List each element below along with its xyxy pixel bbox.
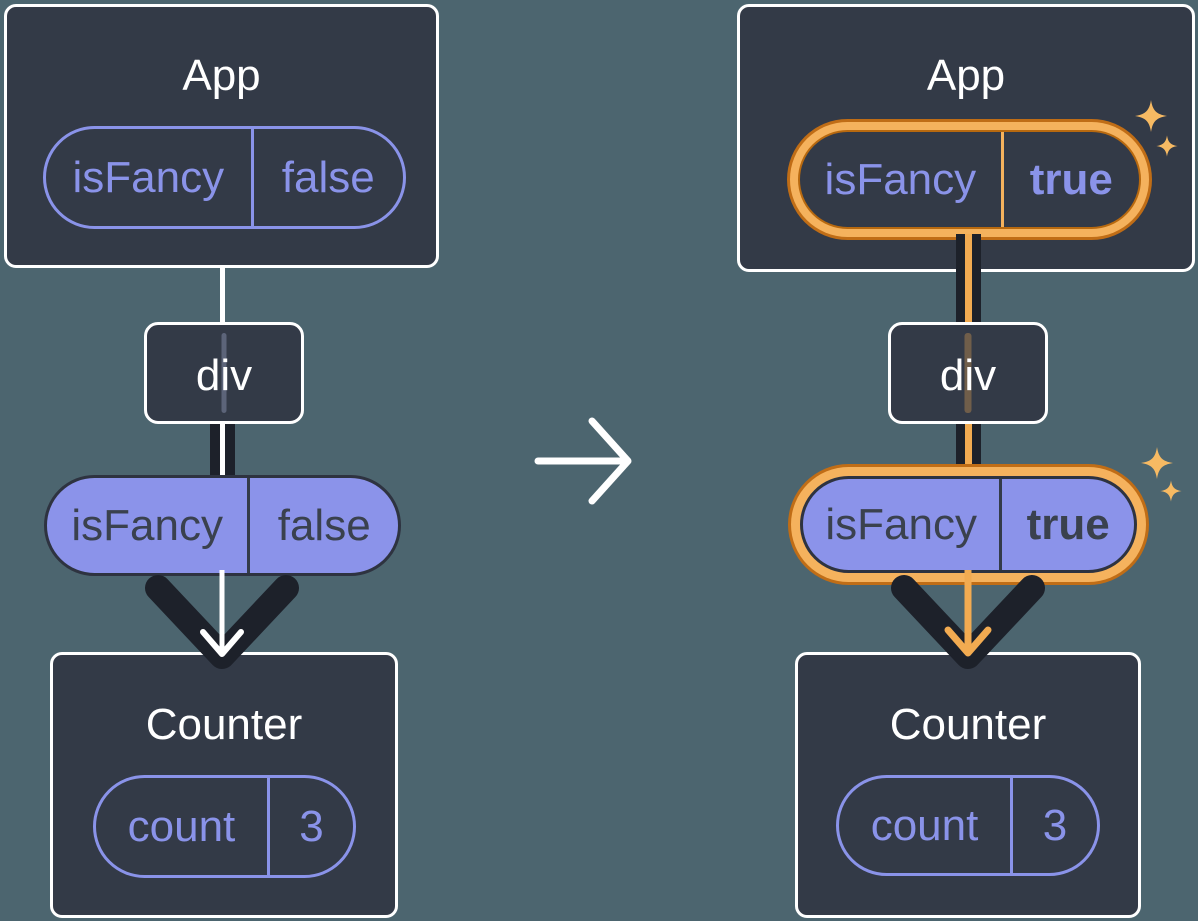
arrow-down-icon — [891, 570, 1045, 669]
state-value: true — [1000, 132, 1139, 227]
state-pill-highlighted: isFancy true — [798, 130, 1141, 229]
prop-passthrough-stripe — [221, 333, 227, 413]
prop-value: false — [247, 478, 398, 573]
state-pill: isFancy false — [43, 126, 406, 229]
prop-pipe-core — [965, 421, 972, 479]
state-value: false — [250, 129, 403, 226]
prop-pill-highlighted: isFancy true — [800, 476, 1137, 573]
div-label: div — [195, 351, 253, 400]
component-title: App — [926, 51, 1006, 100]
tree-edge — [220, 266, 225, 324]
component-title: Counter — [889, 700, 1047, 749]
prop-pipe-core — [965, 234, 972, 324]
sparkle-icon — [1160, 480, 1182, 502]
sparkle-icon — [1135, 100, 1167, 132]
state-name: isFancy — [824, 154, 977, 204]
app-component-card-before: App isFancy false — [4, 4, 439, 268]
prop-name: isFancy — [71, 500, 223, 550]
div-label: div — [939, 351, 997, 400]
counter-component-card-before: Counter count 3 — [50, 652, 398, 918]
div-node-before: div — [144, 322, 304, 424]
counter-component-card-after: Counter count 3 — [795, 652, 1141, 918]
state-pill: count 3 — [836, 775, 1100, 876]
state-pill: count 3 — [93, 775, 356, 878]
app-component-card-after: App isFancy true — [737, 4, 1195, 272]
component-title: Counter — [145, 700, 303, 749]
state-value: 3 — [266, 778, 353, 875]
state-name: isFancy — [72, 152, 225, 202]
arrow-down-icon — [145, 570, 299, 669]
arrow-right-icon — [534, 417, 632, 505]
state-name: count — [127, 801, 236, 851]
state-value: 3 — [1010, 778, 1097, 873]
prop-passthrough-stripe — [964, 333, 972, 413]
prop-pipe-core — [220, 421, 225, 478]
component-title: App — [182, 51, 261, 100]
div-node-after: div — [888, 322, 1048, 424]
prop-name: isFancy — [825, 499, 977, 549]
sparkle-icon — [1156, 135, 1178, 157]
prop-value: true — [999, 479, 1134, 570]
sparkle-icon — [1141, 447, 1173, 479]
state-name: count — [870, 800, 979, 850]
prop-pill-before: isFancy false — [44, 475, 401, 576]
